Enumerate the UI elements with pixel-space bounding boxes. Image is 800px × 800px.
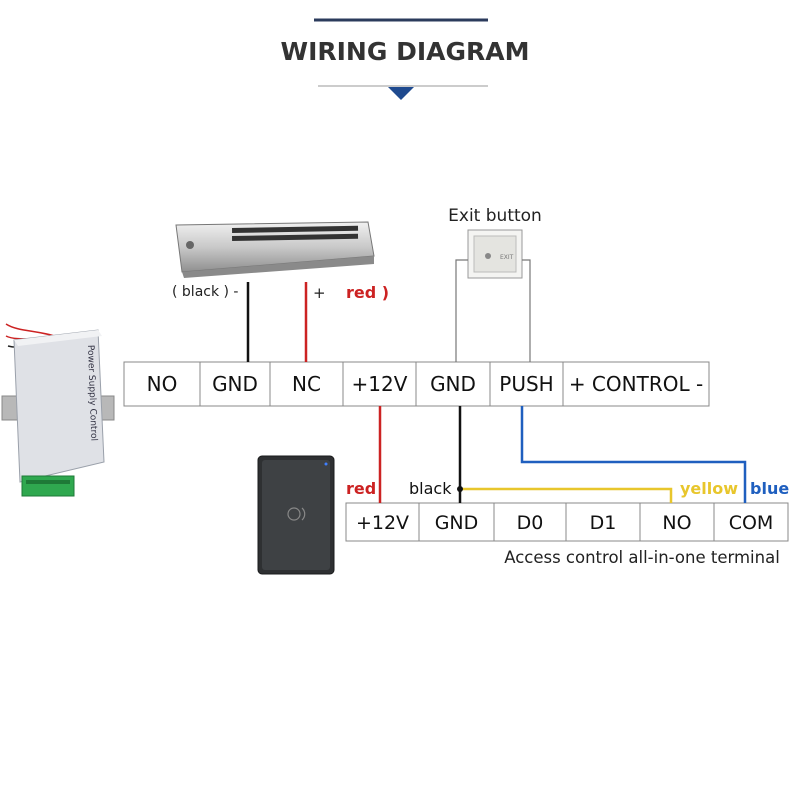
power-supply-label: Power Supply Control (85, 345, 98, 441)
svg-text:EXIT: EXIT (500, 254, 514, 261)
yellow-wire-label: yellow (680, 479, 738, 498)
top-terminal-cell-12v: +12V (352, 372, 408, 396)
header: WIRING DIAGRAM (281, 18, 530, 100)
bottom-terminal-cell-d0: D0 (517, 512, 544, 534)
bottom-terminal-cell-no: NO (662, 512, 691, 534)
top-terminal-cell-control: + CONTROL - (569, 372, 703, 396)
black-wire-label: black (409, 479, 452, 498)
yellow-wire (460, 487, 673, 503)
top-terminal-cell-gnd: GND (212, 372, 258, 396)
top-terminal-cell-gnd: GND (430, 372, 476, 396)
bottom-terminal-cell-gnd: GND (435, 512, 479, 534)
top-terminal-strip: NO GND NC +12V GND PUSH + CONTROL - (123, 361, 710, 407)
bottom-terminal-cell-d1: D1 (590, 512, 617, 534)
header-chevron-icon (388, 87, 414, 100)
blue-wire (520, 406, 747, 503)
bottom-terminal-strip: +12V GND D0 D1 NO COM (345, 502, 789, 542)
exit-wire-right (522, 259, 531, 362)
card-reader-icon (257, 455, 335, 575)
exit-button-label: Exit button (448, 206, 542, 226)
bottom-terminal-caption: Access control all-in-one terminal (504, 548, 780, 567)
magnetic-lock-icon (175, 221, 375, 278)
red-wire-label: red (346, 479, 376, 498)
exit-button-icon: EXIT (467, 229, 523, 279)
top-terminal-cell-push: PUSH (499, 372, 553, 396)
page-title: WIRING DIAGRAM (281, 37, 530, 66)
exit-wire-left (455, 259, 468, 362)
bottom-terminal-cell-com: COM (729, 512, 774, 534)
wires (246, 259, 747, 503)
bottom-terminal-cell-12v: +12V (356, 512, 409, 534)
top-terminal-cell-nc: NC (292, 372, 321, 396)
blue-wire-label: blue (750, 479, 789, 498)
lock-neg-label: ( black ) - (172, 284, 239, 300)
power-supply-icon: Power Supply Control (1, 323, 115, 497)
junction-dot (457, 486, 463, 492)
lock-pos-color-label: red ) (346, 283, 389, 302)
lock-pos-label: + (313, 284, 326, 302)
top-terminal-cell-no: NO (147, 372, 178, 396)
